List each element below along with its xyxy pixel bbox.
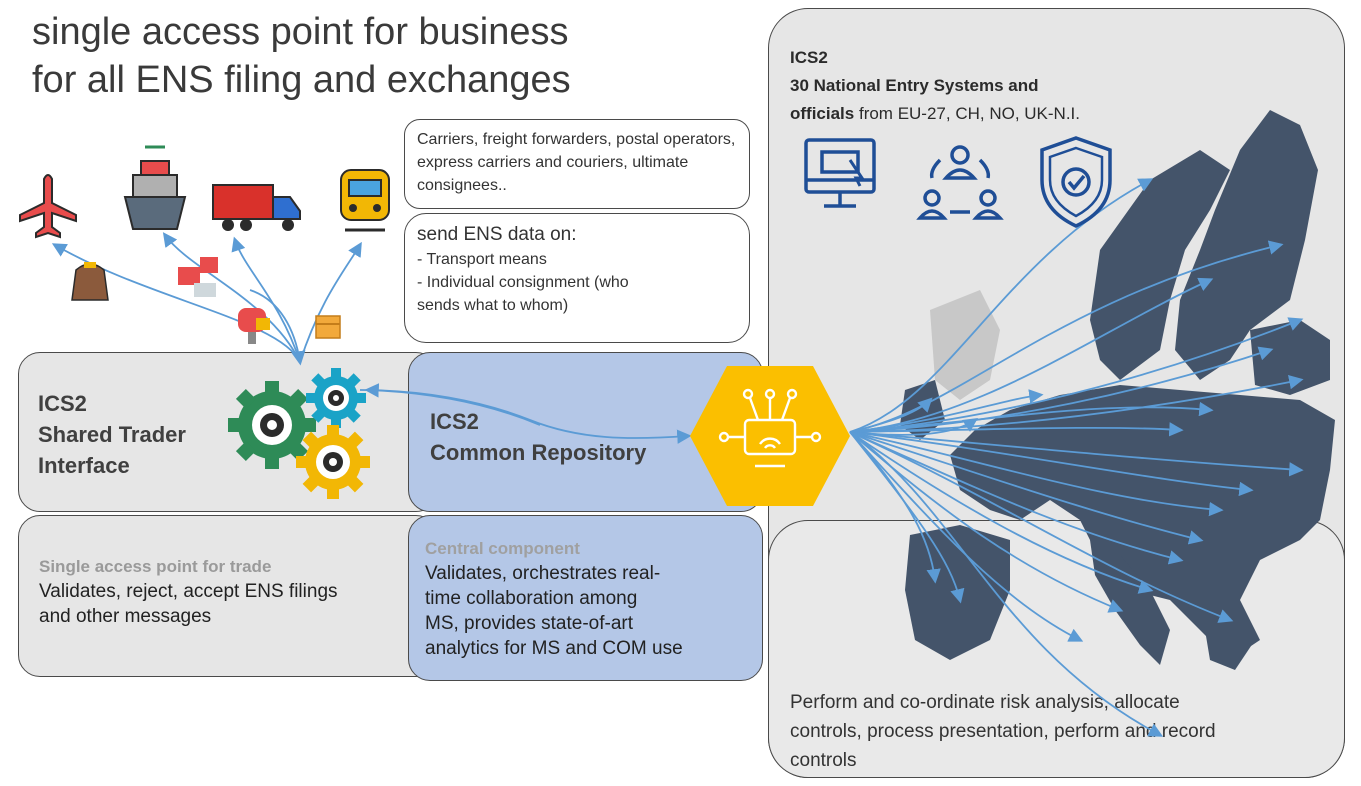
parcel-bag-icon: [71, 262, 109, 301]
ens-item-3: sends what to whom): [417, 297, 569, 314]
sti-description-box: Single access point for trade Validates,…: [18, 515, 438, 677]
nes-label: ICS2: [790, 48, 828, 67]
nes-rest-line-2: from EU-27, CH, NO, UK-N.I.: [854, 104, 1080, 123]
nes-bold-line-1: 30 National Entry Systems and: [790, 76, 1039, 95]
shield-check-icon: [1040, 136, 1112, 228]
cr-label-line-2: Common Repository: [430, 440, 647, 465]
nes-header: ICS2 30 National Entry Systems and offic…: [790, 44, 1080, 128]
cr-description-box: Central component Validates, orchestrate…: [408, 515, 763, 681]
sti-label-line-3: Interface: [38, 453, 130, 478]
title-line-2: for all ENS filing and exchanges: [32, 59, 571, 101]
collaboration-icon: [916, 145, 1004, 220]
network-hub-icon: [690, 366, 850, 506]
distribution-arrows: [849, 178, 1304, 737]
sti-desc-title: Single access point for trade: [39, 557, 272, 576]
mailbox-icon: [238, 308, 270, 344]
risk-analysis-text: Perform and co-ordinate risk analysis, a…: [790, 688, 1216, 775]
train-icon: [340, 169, 390, 232]
cr-label: ICS2 Common Repository: [430, 406, 646, 468]
ens-heading: send ENS data on:: [417, 224, 577, 245]
risk-line-3: controls: [790, 750, 857, 771]
airplane-icon: [19, 174, 77, 239]
boxes-icon: [178, 257, 218, 297]
truck-icon: [212, 184, 301, 231]
sti-label: ICS2 Shared Trader Interface: [38, 388, 186, 481]
cr-desc-line-4: analytics for MS and COM use: [425, 638, 683, 659]
ship-icon: [123, 145, 187, 230]
sti-desc-line-2: and other messages: [39, 606, 212, 627]
sti-label-line-2: Shared Trader: [38, 422, 186, 447]
europe-map: [900, 110, 1335, 670]
package-icon: [315, 315, 341, 339]
gears-icon: [228, 368, 370, 499]
page-title: single access point for business for all…: [32, 8, 571, 104]
nes-line-2: officials from EU-27, CH, NO, UK-N.I.: [790, 100, 1080, 128]
cr-label-line-1: ICS2: [430, 409, 479, 434]
cr-desc-line-2: time collaboration among: [425, 588, 638, 609]
cr-desc-line-3: MS, provides state-of-art: [425, 613, 634, 634]
actors-text: Carriers, freight forwarders, postal ope…: [417, 131, 736, 194]
sti-label-line-1: ICS2: [38, 391, 87, 416]
risk-line-2: controls, process presentation, perform …: [790, 721, 1216, 742]
trade-arrows: [51, 232, 692, 444]
cr-desc-title: Central component: [425, 539, 580, 558]
risk-line-1: Perform and co-ordinate risk analysis, a…: [790, 692, 1180, 713]
title-line-1: single access point for business: [32, 11, 569, 53]
nes-bold-line-2: officials: [790, 104, 855, 123]
monitor-icon: [804, 138, 876, 208]
sti-desc-line-1: Validates, reject, accept ENS filings: [39, 581, 338, 602]
cr-desc-line-1: Validates, orchestrates real-: [425, 563, 661, 584]
ens-item-1: - Transport means: [417, 251, 547, 268]
ens-item-2: - Individual consignment (who: [417, 274, 629, 291]
actors-box: Carriers, freight forwarders, postal ope…: [404, 119, 750, 209]
ens-data-box: send ENS data on: - Transport means - In…: [404, 213, 750, 343]
